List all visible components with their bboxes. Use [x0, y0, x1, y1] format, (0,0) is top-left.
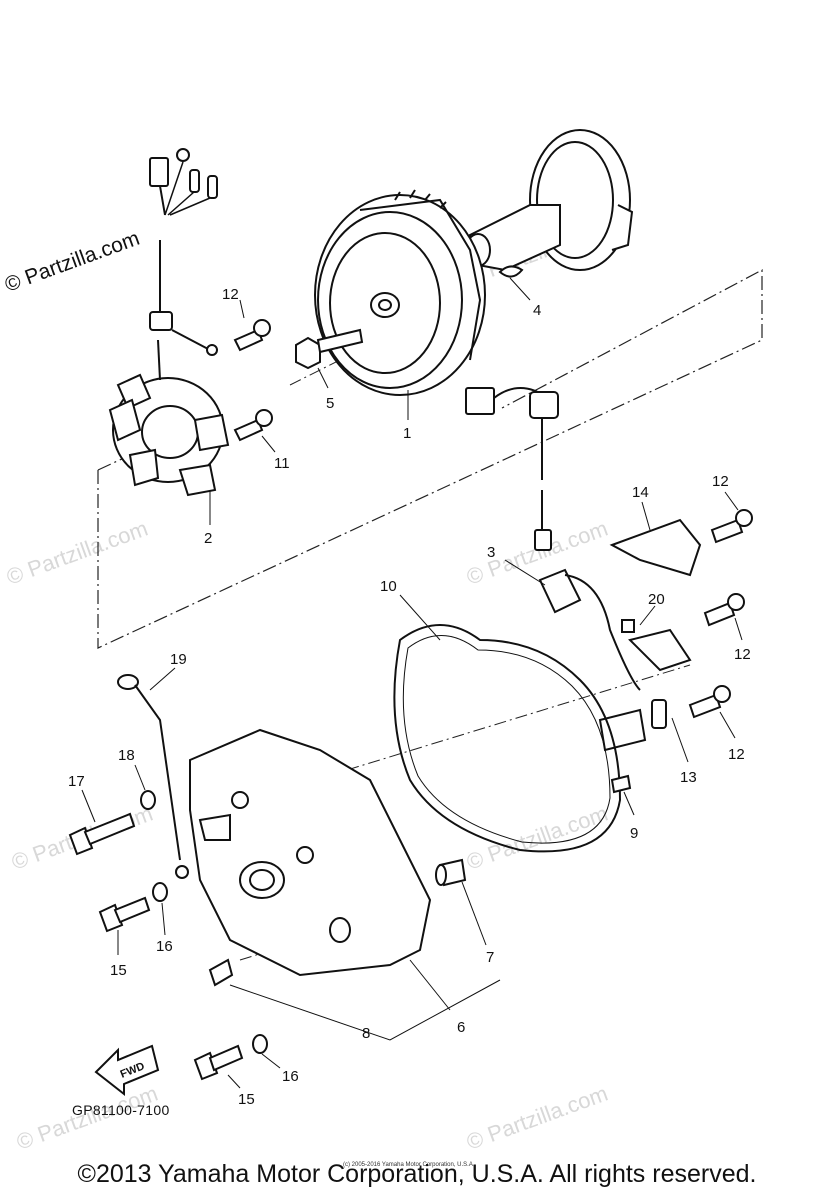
callout-14: 14	[632, 484, 649, 501]
callout-4: 4	[533, 302, 541, 319]
leader-lines	[81, 277, 743, 1089]
watermark-text: © Partzilla.com	[463, 516, 611, 590]
callout-7: 7	[486, 949, 494, 966]
harness-screws	[688, 509, 753, 719]
callout-5: 5	[326, 395, 334, 412]
watermark-text: © Partzilla.com	[3, 516, 151, 590]
callout-12-b: 12	[712, 473, 729, 490]
callout-1: 1	[403, 425, 411, 442]
crankcase-cover	[189, 728, 432, 977]
cover-gasket-inner	[402, 635, 611, 844]
flywheel-rotor	[314, 189, 486, 396]
callout-16-b: 16	[282, 1068, 299, 1085]
woodruff-key	[498, 265, 524, 278]
callout-12-c: 12	[734, 646, 751, 663]
watermark-text-dark: © Partzilla.com	[2, 227, 143, 297]
callout-20: 20	[648, 591, 665, 608]
callout-10: 10	[380, 578, 397, 595]
part-code: GP81100-7100	[72, 1102, 170, 1118]
callout-18: 18	[118, 747, 135, 764]
callout-labels: 1 2 3 4 5 6 7 8 9 10 11 12 12 12 12 13 1…	[68, 286, 751, 1108]
footer-copyright: ©2013 Yamaha Motor Corporation, U.S.A. A…	[77, 1160, 757, 1188]
callout-16-a: 16	[156, 938, 173, 955]
dowel-pins	[435, 774, 632, 887]
callout-13: 13	[680, 769, 697, 786]
flywheel-bolt	[295, 328, 364, 370]
callout-8: 8	[362, 1025, 370, 1042]
wire-clamp	[609, 518, 702, 577]
callout-11: 11	[274, 455, 290, 472]
callout-2: 2	[204, 530, 212, 547]
watermark-text: © Partzilla.com	[463, 801, 611, 875]
callout-15-b: 15	[238, 1091, 255, 1108]
callout-12-a: 12	[222, 286, 239, 303]
callout-3: 3	[487, 544, 495, 561]
stator-screws	[233, 319, 273, 442]
cover-gasket	[393, 624, 622, 853]
callout-6: 6	[457, 1019, 465, 1036]
callout-9: 9	[630, 825, 638, 842]
small-copyright-notice: (c) 2005-2016 Yamaha Motor Corporation, …	[343, 1162, 475, 1168]
crankshaft-rotor	[465, 129, 634, 272]
pickup-coil-harness	[465, 387, 692, 752]
stator-assembly	[108, 148, 230, 497]
watermark-text: © Partzilla.com	[463, 1081, 611, 1155]
cover-fasteners	[68, 674, 268, 1081]
forward-arrow-icon: FWD	[94, 1044, 160, 1097]
callout-17: 17	[68, 773, 85, 790]
callout-19: 19	[170, 651, 187, 668]
callout-12-d: 12	[728, 746, 745, 763]
callout-15-a: 15	[110, 962, 127, 979]
